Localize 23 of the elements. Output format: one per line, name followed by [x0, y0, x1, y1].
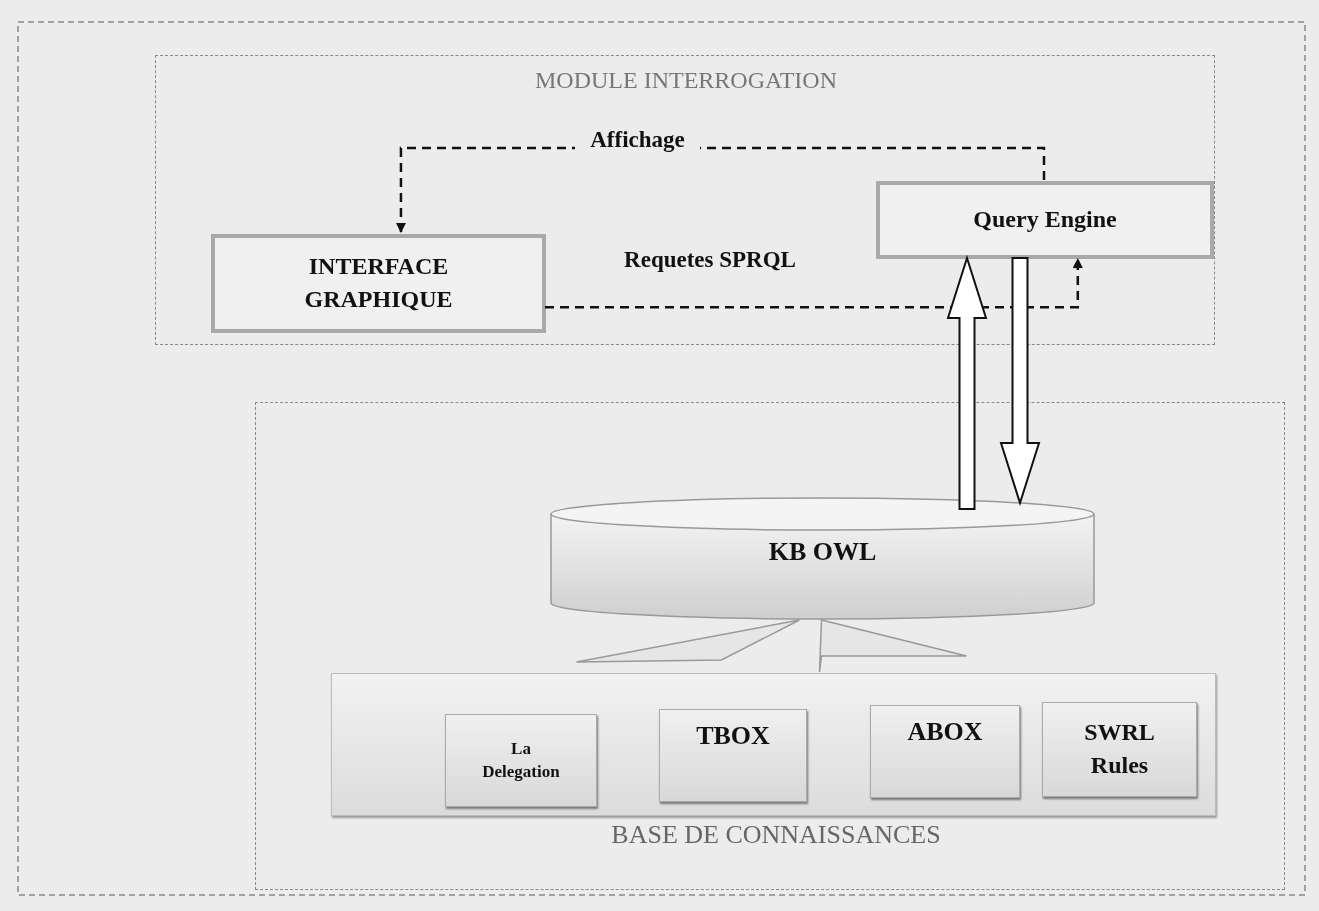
process-box: [876, 181, 1214, 259]
node-label: Query Engine: [972, 205, 1118, 235]
component-box: [1042, 702, 1197, 797]
platform-panel: [331, 673, 1216, 816]
component-box: [870, 705, 1020, 798]
dashed-arrow: [545, 258, 1083, 309]
block-arrow: [946, 254, 988, 510]
group-title: BASE DE CONNAISSANCES: [610, 819, 942, 851]
dashed-group-frame: [155, 55, 1215, 345]
dashed-group-frame: [255, 402, 1285, 890]
block-arrow: [999, 257, 1041, 507]
node-label: KB OWL: [767, 536, 878, 569]
database-cylinder: [549, 496, 1096, 621]
node-label: INTERFACE GRAPHIQUE: [303, 251, 454, 315]
component-box: [659, 709, 807, 802]
node-label: La Delegation: [481, 737, 561, 784]
group-title: MODULE INTERROGATION: [534, 66, 838, 95]
process-box: [211, 234, 546, 333]
node-label: SWRL Rules: [1083, 717, 1156, 781]
pointer-wedge: [575, 619, 968, 673]
component-box: [445, 714, 597, 807]
node-label: TBOX: [695, 720, 771, 752]
node-label: ABOX: [906, 716, 984, 748]
